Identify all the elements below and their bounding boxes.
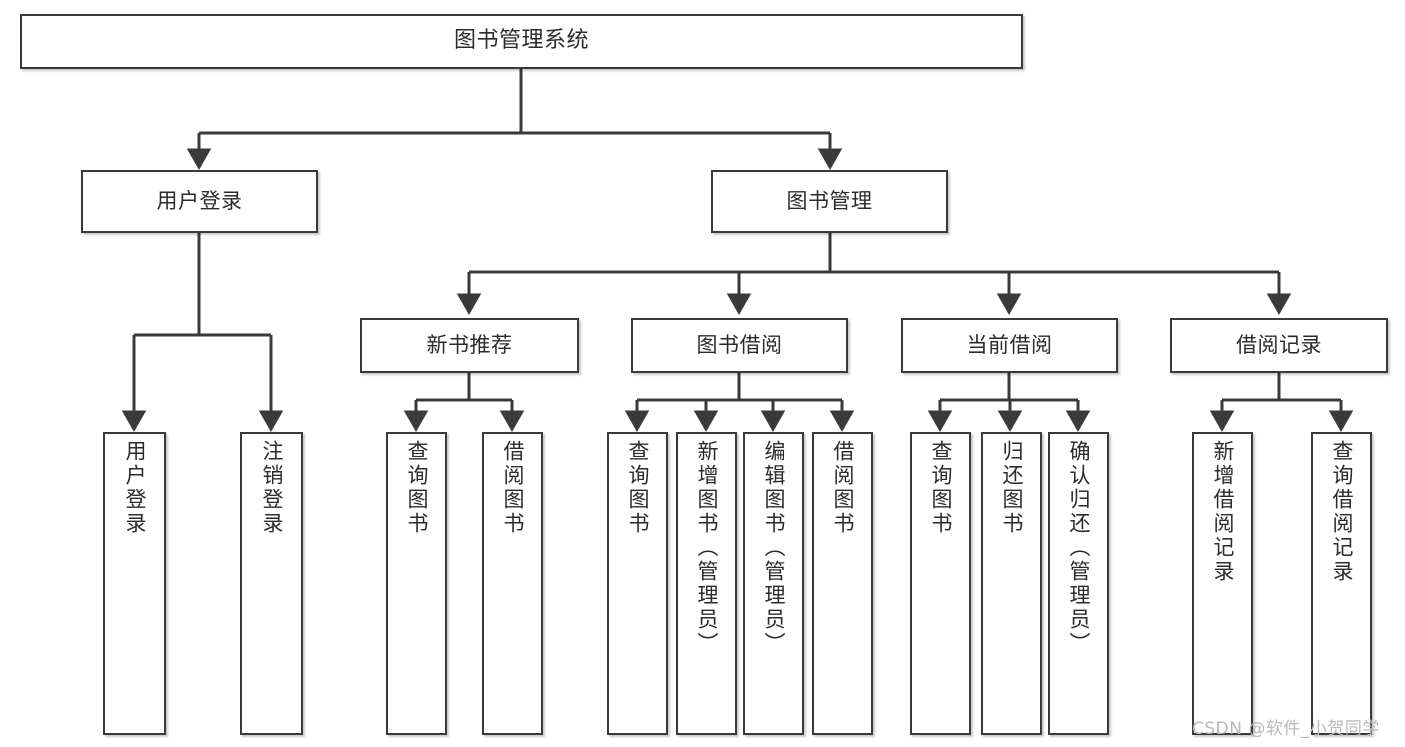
leaf-user-login-label: 用户登录 — [123, 440, 147, 536]
leaf-query-book-2[interactable]: 查询图书 — [607, 432, 668, 735]
leaf-add-record-label: 新增借阅记录 — [1211, 440, 1235, 584]
leaf-query-record[interactable]: 查询借阅记录 — [1311, 432, 1372, 735]
leaf-edit-book-label: 编辑图书（管理员） — [762, 440, 786, 656]
node-user-login[interactable]: 用户登录 — [81, 170, 318, 233]
node-book-manage-label: 图书管理 — [786, 188, 873, 213]
leaf-confirm-return-label: 确认归还（管理员） — [1067, 440, 1091, 656]
node-root-label: 图书管理系统 — [453, 28, 589, 54]
node-user-login-label: 用户登录 — [156, 188, 243, 213]
leaf-borrow-book-1[interactable]: 借阅图书 — [482, 432, 543, 735]
leaf-borrow-book-2-label: 借阅图书 — [831, 440, 855, 536]
leaf-add-record[interactable]: 新增借阅记录 — [1192, 432, 1253, 735]
leaf-borrow-book-2[interactable]: 借阅图书 — [812, 432, 873, 735]
node-borrow-record[interactable]: 借阅记录 — [1170, 318, 1388, 373]
leaf-query-book-3-label: 查询图书 — [929, 440, 953, 536]
leaf-return-book[interactable]: 归还图书 — [981, 432, 1042, 735]
node-current-borrow-label: 当前借阅 — [966, 332, 1053, 357]
leaf-query-book-1[interactable]: 查询图书 — [386, 432, 447, 735]
leaf-logout[interactable]: 注销登录 — [240, 432, 303, 735]
node-new-book-rec[interactable]: 新书推荐 — [360, 318, 579, 373]
leaf-query-book-2-label: 查询图书 — [626, 440, 650, 536]
leaf-borrow-book-1-label: 借阅图书 — [501, 440, 525, 536]
node-book-borrow-label: 图书借阅 — [696, 332, 783, 357]
leaf-query-record-label: 查询借阅记录 — [1330, 440, 1354, 584]
leaf-query-book-3[interactable]: 查询图书 — [910, 432, 971, 735]
csdn-watermark: CSDN @软件_小贺同学 — [1192, 719, 1380, 739]
leaf-user-login[interactable]: 用户登录 — [103, 432, 166, 735]
leaf-confirm-return[interactable]: 确认归还（管理员） — [1048, 432, 1109, 735]
node-current-borrow[interactable]: 当前借阅 — [901, 318, 1118, 373]
leaf-add-book-label: 新增图书（管理员） — [695, 440, 719, 656]
node-new-book-rec-label: 新书推荐 — [426, 332, 513, 357]
node-book-manage[interactable]: 图书管理 — [711, 170, 948, 233]
node-root[interactable]: 图书管理系统 — [20, 14, 1023, 69]
leaf-query-book-1-label: 查询图书 — [405, 440, 429, 536]
leaf-edit-book[interactable]: 编辑图书（管理员） — [743, 432, 804, 735]
leaf-add-book[interactable]: 新增图书（管理员） — [676, 432, 737, 735]
leaf-logout-label: 注销登录 — [260, 440, 284, 536]
node-book-borrow[interactable]: 图书借阅 — [631, 318, 848, 373]
leaf-return-book-label: 归还图书 — [1000, 440, 1024, 536]
node-borrow-record-label: 借阅记录 — [1236, 332, 1322, 357]
